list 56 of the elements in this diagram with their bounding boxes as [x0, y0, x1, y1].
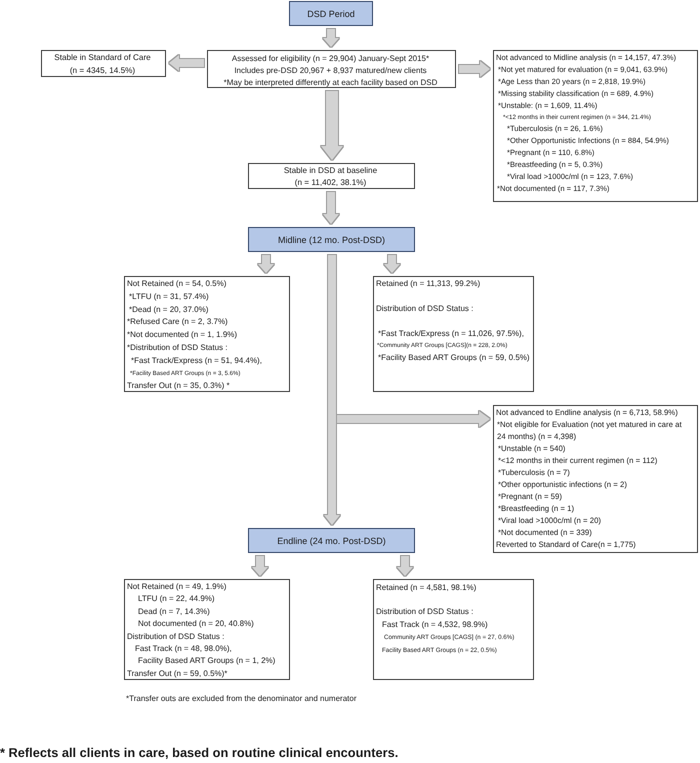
block-arrow: [169, 55, 204, 71]
block-arrow: [252, 556, 268, 576]
stat-line: Distribution of DSD Status :: [376, 302, 474, 315]
stat-line: Fast Track (n = 4,532, 98.9%): [382, 619, 488, 631]
box-heading: Not Retained (n = 49, 1.9%): [127, 581, 226, 593]
stat-line: *Fast Track/Express (n = 51, 94.4%),: [131, 354, 262, 367]
stage-box: [289, 1, 373, 26]
stat-line: LTFU (n = 22, 44.9%): [138, 593, 215, 606]
stat-line: *Distribution of DSD Status :: [127, 342, 228, 354]
flow-box: [124, 276, 290, 392]
stat-line: Transfer Out (n = 59, 0.5%)*: [127, 668, 228, 680]
stat-line: Not documented (n = 20, 40.8%): [138, 618, 254, 630]
box-heading: Retained (n = 11,313, 99.2%): [376, 278, 480, 290]
stage-title: Midline (12 mo. Post-DSD): [278, 234, 386, 244]
block-arrow: [323, 29, 339, 47]
block-arrow: [258, 255, 274, 273]
stage-title: Endline (24 mo. Post-DSD): [277, 536, 386, 546]
stat-line: *LTFU (n = 31, 57.4%): [129, 290, 209, 303]
flow-box: [207, 50, 456, 88]
box-title: Stable in DSD at baseline: [284, 164, 378, 176]
block-arrow: [321, 91, 343, 160]
stage-title: DSD Period: [307, 8, 355, 18]
count-text: (n = 4345, 14.5%): [70, 64, 136, 77]
flow-box: [248, 163, 415, 189]
flow-box: [41, 50, 166, 77]
count-text: (n = 11,402, 38.1%): [294, 176, 366, 188]
stage-box: [248, 227, 415, 252]
stat-line: Distribution of DSD Status :: [376, 606, 474, 618]
stat-line: Distribution of DSD Status :: [127, 630, 224, 643]
stat-line: Facility Based ART Groups (n = 1, 2%): [138, 655, 276, 668]
flow-box: [373, 579, 534, 680]
stat-line: Fast Track (n = 48, 98.0%),: [135, 643, 232, 656]
box-heading: Not Retained (n = 54, 0.5%): [127, 278, 226, 290]
flow-box: [373, 276, 534, 392]
stat-line: *Facility Based ART Groups (n = 59, 0.5%): [378, 352, 530, 364]
stat-line: Transfer Out (n = 35, 0.3%) *: [127, 380, 230, 392]
block-arrow: [384, 255, 400, 273]
stage-box: [248, 528, 415, 553]
stat-line: *Refused Care (n = 2, 3.7%): [127, 316, 228, 328]
footnote-text: *Transfer outs are excluded from the denominator and numerator: [126, 694, 356, 703]
stat-line: Dead (n = 7, 14.3%): [138, 606, 210, 618]
block-arrow: [323, 192, 339, 224]
box-text: Assessed for eligibility (n = 29,904) January-Sept 2015*: [232, 52, 430, 65]
stat-line: *Dead (n = 20, 37.0%): [129, 304, 208, 316]
box-text: *May be interpreted differently at each facility based on DSD: [224, 77, 438, 90]
flow-box: [493, 50, 698, 202]
block-arrow: [397, 556, 413, 576]
box-heading: Retained (n = 4,581, 98.1%): [376, 582, 476, 594]
box-text: Includes pre-DSD 20,967 + 8,937 matured/new clients: [234, 64, 427, 77]
footnote-text: * Reflects all clients in care, based on routine clinical encounters.: [0, 745, 398, 760]
box-title: Stable in Standard of Care: [54, 52, 151, 64]
stat-line: *Fast Track/Express (n = 11,026, 97.5%),: [378, 328, 524, 340]
flow-box: [493, 405, 698, 553]
block-arrow: [459, 61, 490, 77]
stat-line: *Not documented (n = 1, 1.9%): [127, 329, 238, 342]
flow-box: [124, 579, 290, 680]
